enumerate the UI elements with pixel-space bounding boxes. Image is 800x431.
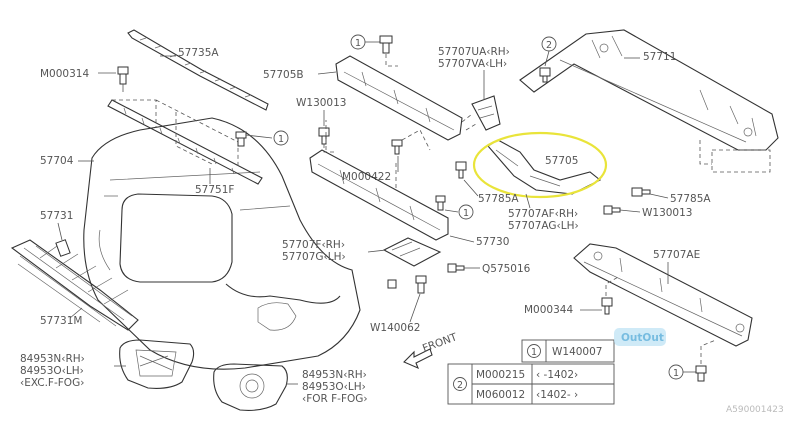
- label-57735A: 57735A: [178, 47, 219, 59]
- table-callout-2: [453, 377, 467, 391]
- label-57707AF: 57707AF‹RH›: [508, 208, 578, 220]
- clip-top: [379, 35, 393, 54]
- label-57785A-a: 57785A: [478, 193, 519, 205]
- lower-grille-strip: [107, 99, 263, 185]
- label-84953O-1: 84953O‹LH›: [20, 365, 84, 377]
- table-W140007: W140007: [552, 346, 602, 358]
- callout-1-a: [273, 130, 289, 146]
- label-57707AG: 57707AG‹LH›: [508, 220, 579, 232]
- clip-side: [387, 279, 397, 289]
- callout-2-a-text: 2: [546, 40, 552, 51]
- watermark-logo-text: OutOut: [621, 332, 664, 344]
- upper-bracket-57705B: [335, 55, 463, 141]
- callout-1-c-text: 1: [463, 208, 469, 219]
- reinforcement-57711: [519, 29, 779, 151]
- label-84953O-2: 84953O‹LH›: [302, 381, 366, 393]
- label-exc-ffog: ‹EXC.F-FOG›: [20, 377, 84, 389]
- lower-bracket-57730: [309, 149, 449, 241]
- grille-clip-57731: [55, 239, 71, 257]
- footer-code: A590001423: [726, 405, 784, 415]
- clip-upper-right: [235, 131, 247, 147]
- label-84953N-1: 84953N‹RH›: [20, 353, 85, 365]
- bolt-callout-2: [539, 67, 551, 83]
- clip-w140062: [415, 275, 427, 294]
- label-84953N-2: 84953N‹RH›: [302, 369, 367, 381]
- bracket-57707F: [382, 237, 442, 267]
- clip-57785A-b: [631, 187, 651, 197]
- table-M060012: M060012: [476, 389, 525, 401]
- fog-cover-for-ffog: [213, 363, 288, 411]
- label-57707G: 57707G‹LH›: [282, 251, 346, 263]
- label-W130013-a: W130013: [296, 97, 346, 109]
- table-range-2: ‹1402- ›: [536, 389, 578, 401]
- label-front: FRONT: [421, 331, 459, 355]
- bolt-w130013-a: [318, 127, 330, 145]
- fog-cover-exc-ffog: [119, 339, 195, 389]
- bracket-57707UA: [471, 95, 501, 131]
- label-57730: 57730: [476, 236, 509, 248]
- table-range-1: ‹ -1402›: [536, 369, 578, 381]
- label-W130013-b: W130013: [642, 207, 692, 219]
- callout-1-d-text: 1: [673, 368, 679, 379]
- table-M000215: M000215: [476, 369, 525, 381]
- table-callout-1-text: 1: [531, 347, 537, 358]
- label-W140062: W140062: [370, 322, 420, 334]
- label-M000422: M000422: [342, 171, 391, 183]
- bracket-57705: [487, 139, 602, 195]
- screw-m000422: [391, 139, 403, 155]
- clip-bottom: [695, 365, 707, 382]
- label-57707UA: 57707UA‹RH›: [438, 46, 510, 58]
- clip-m000314: [117, 66, 129, 92]
- label-57707AE: 57707AE: [653, 249, 700, 261]
- table-callout-2-text: 2: [457, 380, 463, 391]
- front-arrow: [403, 348, 433, 370]
- callout-1-a-text: 1: [278, 134, 284, 145]
- label-57705B: 57705B: [263, 69, 304, 81]
- lower-mesh-grille: [10, 239, 139, 331]
- clip-57785A-a: [455, 161, 467, 179]
- label-57705: 57705: [545, 155, 578, 167]
- watermark-logo: OutOut: [614, 328, 666, 346]
- clip-mid: [435, 195, 446, 211]
- upper-grille-strip: [127, 29, 269, 111]
- label-57707F: 57707F‹RH›: [282, 239, 345, 251]
- label-M000314: M000314: [40, 68, 89, 80]
- front-bumper-face: [83, 117, 361, 370]
- screw-q575016: [447, 263, 465, 273]
- bolt-w130013-b: [603, 205, 621, 215]
- label-57707VA: 57707VA‹LH›: [438, 58, 507, 70]
- highlight-ellipse: [472, 131, 608, 199]
- label-57731M: 57731M: [40, 315, 82, 327]
- callout-1-c: [458, 204, 474, 220]
- label-57751F: 57751F: [195, 184, 234, 196]
- table-callout-1: [527, 344, 541, 358]
- label-57731: 57731: [40, 210, 73, 222]
- label-57704: 57704: [40, 155, 74, 167]
- label-57785A-b: 57785A: [670, 193, 711, 205]
- label-for-ffog: ‹FOR F-FOG›: [302, 393, 368, 405]
- label-57711: 57711: [643, 51, 676, 63]
- bolt-m000344: [601, 297, 613, 315]
- label-M000344: M000344: [524, 304, 573, 316]
- lower-beam-57707AE: [573, 243, 753, 347]
- reference-table: [447, 339, 615, 405]
- callout-1-b-text: 1: [355, 38, 361, 49]
- label-Q575016: Q575016: [482, 263, 531, 275]
